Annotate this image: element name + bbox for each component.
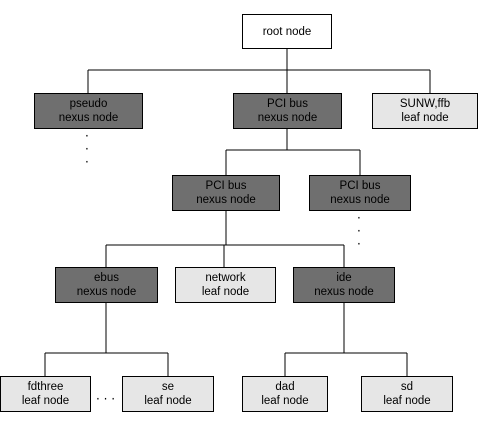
- ide-nexus-node: ide nexus node: [293, 267, 395, 303]
- se-leaf-node: se leaf node: [122, 376, 214, 412]
- fdthree-leaf-node: fdthree leaf node: [0, 376, 91, 412]
- ellipsis-between-leaves: · · ·: [96, 392, 116, 406]
- ebus-node-type: nexus node: [76, 286, 137, 298]
- ebus-nexus-node: ebus nexus node: [55, 267, 158, 303]
- sunw-ffb-leaf-node: SUNW,ffb leaf node: [372, 93, 478, 129]
- sd-node-type: leaf node: [383, 395, 431, 407]
- pci-bus-nexus-node: PCI bus nexus node: [233, 93, 342, 129]
- pci-bus-left-node-type: nexus node: [196, 194, 256, 206]
- pci-bus-node-type: nexus node: [257, 112, 318, 124]
- root-node-label: root node: [262, 25, 312, 38]
- se-node-name: se: [161, 381, 175, 393]
- ellipsis-below-pseudo: ···: [85, 129, 89, 169]
- dad-node-name: dad: [275, 381, 295, 393]
- sunw-ffb-node-type: leaf node: [401, 112, 449, 124]
- pci-bus-node-name: PCI bus: [267, 98, 308, 110]
- fdthree-node-name: fdthree: [27, 381, 64, 393]
- ebus-node-name: ebus: [94, 272, 119, 284]
- network-node-type: leaf node: [201, 286, 250, 298]
- pci-bus-left-nexus-node: PCI bus nexus node: [172, 175, 280, 211]
- dad-leaf-node: dad leaf node: [242, 376, 328, 412]
- sd-leaf-node: sd leaf node: [361, 376, 453, 412]
- root-node: root node: [242, 14, 332, 49]
- pci-bus-right-node-name: PCI bus: [339, 180, 381, 192]
- network-leaf-node: network leaf node: [175, 267, 276, 303]
- sunw-ffb-node-name: SUNW,ffb: [399, 98, 451, 110]
- sd-node-name: sd: [400, 381, 414, 393]
- pci-bus-right-node-type: nexus node: [330, 194, 390, 206]
- fdthree-node-type: leaf node: [21, 395, 70, 407]
- pseudo-node-name: pseudo: [69, 98, 108, 110]
- pci-bus-right-nexus-node: PCI bus nexus node: [309, 175, 411, 211]
- pseudo-node-type: nexus node: [58, 112, 119, 124]
- pci-bus-left-node-name: PCI bus: [205, 180, 247, 192]
- ide-node-type: nexus node: [314, 286, 374, 298]
- pseudo-nexus-node: pseudo nexus node: [34, 93, 143, 129]
- ide-node-name: ide: [336, 272, 352, 284]
- network-node-name: network: [205, 272, 246, 284]
- se-node-type: leaf node: [144, 395, 192, 407]
- dad-node-type: leaf node: [261, 395, 309, 407]
- ellipsis-below-pci-bus-right: ···: [357, 211, 361, 251]
